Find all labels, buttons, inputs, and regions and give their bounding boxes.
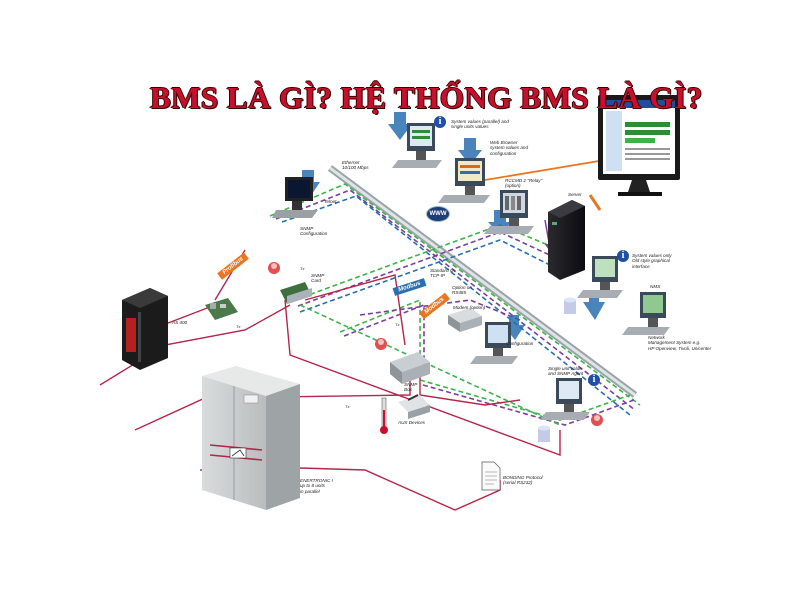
web-browser-monitor-icon: [438, 158, 490, 203]
rccmd-monitor-icon: [484, 190, 534, 234]
ups-cabinet-icon: [202, 366, 300, 510]
info-icon: i: [434, 116, 446, 128]
telnet-label: Telnet: [324, 199, 337, 204]
enertronic-label: ENERTRONIC I up to 8 units in parallel: [300, 478, 333, 494]
port-label: Tx: [236, 324, 241, 329]
info-icon: i: [617, 250, 629, 262]
system-values-old-label: System values only Old style graphical i…: [632, 253, 672, 269]
nms-monitor-icon: [622, 292, 670, 335]
alarm-beacon-icon: [268, 262, 603, 426]
configuration-monitor-icon: [470, 322, 518, 364]
web-browser-label: Web Browser system values and configurat…: [490, 140, 529, 156]
bonding-label: BONDING Protocol (serial RS232): [503, 475, 543, 486]
thermometer-icon: [380, 397, 388, 434]
system-values-monitor-icon: [392, 123, 442, 168]
port-label: Tx: [345, 404, 350, 409]
modem-icon: [448, 308, 482, 332]
as400-label: AS 400: [172, 320, 188, 325]
as400-icon: [122, 288, 168, 370]
large-monitor-icon: [598, 95, 680, 196]
option-rs485-label: Option on RS485: [452, 285, 472, 296]
nms-label: NMS: [650, 284, 661, 289]
system-values-label: System values (parallel) and single unit…: [451, 119, 509, 130]
database-icon: [538, 297, 576, 442]
snmp-card-icon: [280, 282, 312, 304]
snmp-box-label: SNMP Box: [404, 382, 418, 393]
port-label: Tx: [300, 266, 305, 271]
aux-devices-label: AUX Devices: [398, 420, 426, 425]
modem-label: Modem (option): [453, 305, 486, 310]
ethernet-backbone: [327, 165, 638, 398]
ethernet-label: Ethernet 10/100 Mbps: [342, 160, 369, 171]
page-title: BMS LÀ GÌ? HỆ THỐNG BMS LÀ GÌ?: [150, 80, 703, 115]
switch-icon: [398, 394, 430, 419]
single-unit-label: Single unit value and SNMP Agent: [548, 366, 584, 377]
snmp-box-icon: [390, 352, 430, 384]
rccmd-label: RCCMD 2 "Relay" (option): [505, 178, 543, 189]
server-label: Server: [568, 192, 582, 197]
port-label: Tx: [395, 322, 400, 327]
profibus-card-icon: [205, 298, 238, 320]
snmp-configuration-label: SNMP Configuration: [300, 226, 328, 237]
info-icon: i: [588, 374, 600, 386]
system-values-old-monitor-icon: [577, 256, 623, 298]
telnet-monitor-icon: [272, 177, 318, 218]
server-icon: [548, 200, 585, 280]
standard-tcp-label: Standard on TCP-IP: [430, 268, 456, 279]
single-unit-monitor-icon: [540, 378, 590, 420]
orange-pointer-line: [484, 159, 606, 181]
globe-icon: WWW: [426, 206, 450, 222]
configuration-label: Configuration: [506, 341, 534, 346]
snmp-card-label: SNMP Card: [311, 273, 325, 284]
document-icon: [481, 461, 501, 491]
network-management-label: Network Management System e.g. HP Openvi…: [648, 335, 712, 351]
